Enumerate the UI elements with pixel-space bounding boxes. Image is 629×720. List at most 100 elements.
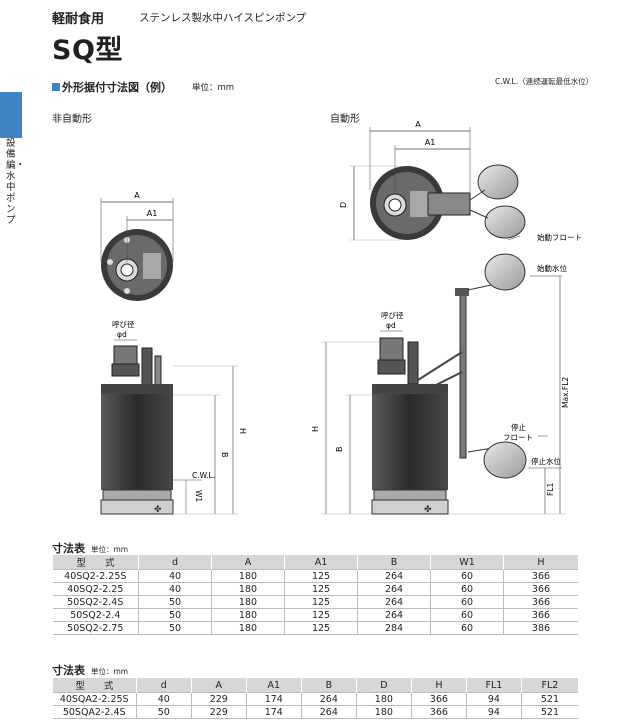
dim-fl1-label: FL1 bbox=[546, 483, 555, 496]
table2-header-cell: B bbox=[300, 678, 357, 693]
table1-header-cell: H bbox=[503, 555, 578, 570]
auto-dim-a1-label: A1 bbox=[425, 138, 436, 147]
table1-header-cell: A bbox=[210, 555, 285, 570]
dim-fl2-label: Max.FL2 bbox=[561, 377, 570, 408]
table1-cell: 40 bbox=[138, 582, 212, 596]
table1-cell: 60 bbox=[430, 582, 504, 596]
product-subtitle: ステンレス製水中ハイスピンポンプ bbox=[139, 12, 307, 24]
table1-cell: 180 bbox=[210, 608, 285, 622]
table1-cell: 40SQ2-2.25 bbox=[52, 582, 139, 596]
table2-cell: 264 bbox=[300, 692, 357, 706]
start-level-label: 始動水位 bbox=[537, 263, 567, 273]
stop-float-label-line2: フロート bbox=[503, 433, 533, 442]
auto-type-label: 自動形 bbox=[330, 114, 360, 125]
dim-b-label: B bbox=[220, 452, 229, 458]
table1-cell: 366 bbox=[503, 595, 578, 609]
manual-pump-drawing: A A1 呼び径 φd ✤ H B C.W.L. W1 bbox=[100, 191, 247, 515]
dim-a-label: A bbox=[134, 191, 140, 200]
table2-header-cell: D bbox=[355, 678, 412, 693]
table1-cell: 180 bbox=[210, 569, 285, 583]
stop-float-label-line1: 停止 bbox=[511, 422, 526, 432]
table1-cell: 50 bbox=[138, 595, 212, 609]
table1-cell: 264 bbox=[357, 582, 431, 596]
auto-pump-drawing: A A1 D 始動フロート 始動水位 呼び径 φd ✤ 停止 フロート bbox=[311, 120, 582, 515]
bore-symbol: φd bbox=[117, 330, 127, 339]
dim-d-label: D bbox=[339, 202, 348, 208]
table1-cell: 125 bbox=[283, 595, 358, 609]
table2-cell: 40SQA2-2.25S bbox=[52, 692, 137, 706]
table2-title: 寸法表 bbox=[52, 664, 85, 677]
table1-title-row: 寸法表単位：mm bbox=[52, 540, 128, 556]
auto-dim-h-label: H bbox=[311, 426, 320, 432]
table1-cell: 125 bbox=[283, 621, 358, 635]
table1-cell: 386 bbox=[503, 621, 578, 635]
table2-cell: 521 bbox=[520, 705, 578, 719]
cwl-label: C.W.L. bbox=[192, 471, 215, 480]
table1-cell: 366 bbox=[503, 608, 578, 622]
table2-cell: 366 bbox=[410, 692, 467, 706]
side-tab-marker bbox=[0, 92, 22, 138]
table1-cell: 60 bbox=[430, 595, 504, 609]
table1-cell: 180 bbox=[210, 595, 285, 609]
section-heading: 外形据付寸法図（例） bbox=[52, 79, 172, 95]
table1-unit: 単位：mm bbox=[91, 545, 129, 554]
table1-cell: 50 bbox=[138, 621, 212, 635]
table1-cell: 40SQ2-2.25S bbox=[52, 569, 139, 583]
table2-header-cell: FL1 bbox=[465, 678, 522, 693]
table2-cell: 521 bbox=[520, 692, 578, 706]
table1-cell: 50SQ2-2.75 bbox=[52, 621, 139, 635]
table1-cell: 50 bbox=[138, 608, 212, 622]
table1-cell: 264 bbox=[357, 595, 431, 609]
category-label: 軽耐食用 bbox=[52, 12, 105, 27]
table1-cell: 180 bbox=[210, 621, 285, 635]
table2-cell: 229 bbox=[190, 692, 247, 706]
table1-cell: 60 bbox=[430, 608, 504, 622]
table1-cell: 125 bbox=[283, 582, 358, 596]
table1-cell: 40 bbox=[138, 569, 212, 583]
table2-cell: 229 bbox=[190, 705, 247, 719]
bore-caption: 呼び径 bbox=[112, 319, 135, 329]
table1-cell: 60 bbox=[430, 621, 504, 635]
table2-header-cell: A bbox=[190, 678, 247, 693]
side-tab-label: 設備編・水中ポンプ bbox=[6, 138, 26, 226]
table2-header-cell: FL2 bbox=[520, 678, 578, 693]
table1-cell: 366 bbox=[503, 569, 578, 583]
section-unit: 単位：mm bbox=[192, 83, 235, 93]
table1-header-cell: 型 式 bbox=[51, 555, 139, 570]
table2-cell: 366 bbox=[410, 705, 467, 719]
table2-title-row: 寸法表単位：mm bbox=[52, 662, 128, 678]
table2-cell: 50SQA2-2.4S bbox=[52, 705, 137, 719]
table2-header-cell: d bbox=[135, 678, 192, 693]
table2-cell: 180 bbox=[355, 705, 412, 719]
stop-level-label: 停止水位 bbox=[531, 456, 561, 466]
cwl-note: C.W.L.（連続運転最低水位） bbox=[495, 77, 594, 86]
auto-bore-caption: 呼び径 bbox=[381, 310, 404, 320]
table2-header-cell: A1 bbox=[245, 678, 302, 693]
table1-cell: 60 bbox=[430, 569, 504, 583]
table2-cell: 174 bbox=[245, 705, 302, 719]
table1-cell: 366 bbox=[503, 582, 578, 596]
auto-dim-a-label: A bbox=[415, 120, 421, 129]
table1-cell: 50SQ2-2.4S bbox=[52, 595, 139, 609]
table2-cell: 50 bbox=[135, 705, 192, 719]
square-bullet-icon bbox=[52, 83, 60, 91]
dim-a1-label: A1 bbox=[147, 209, 158, 218]
dimension-diagram: A A1 呼び径 φd ✤ H B C.W.L. W1 bbox=[100, 120, 582, 515]
table2-unit: 単位：mm bbox=[91, 667, 129, 676]
table1-cell: 180 bbox=[210, 582, 285, 596]
table2-header-cell: H bbox=[410, 678, 467, 693]
table2-cell: 264 bbox=[300, 705, 357, 719]
auto-dim-b-label: B bbox=[335, 447, 344, 453]
table1-title: 寸法表 bbox=[52, 542, 85, 555]
table1-cell: 264 bbox=[357, 569, 431, 583]
model-title: SQ型 bbox=[52, 35, 123, 66]
